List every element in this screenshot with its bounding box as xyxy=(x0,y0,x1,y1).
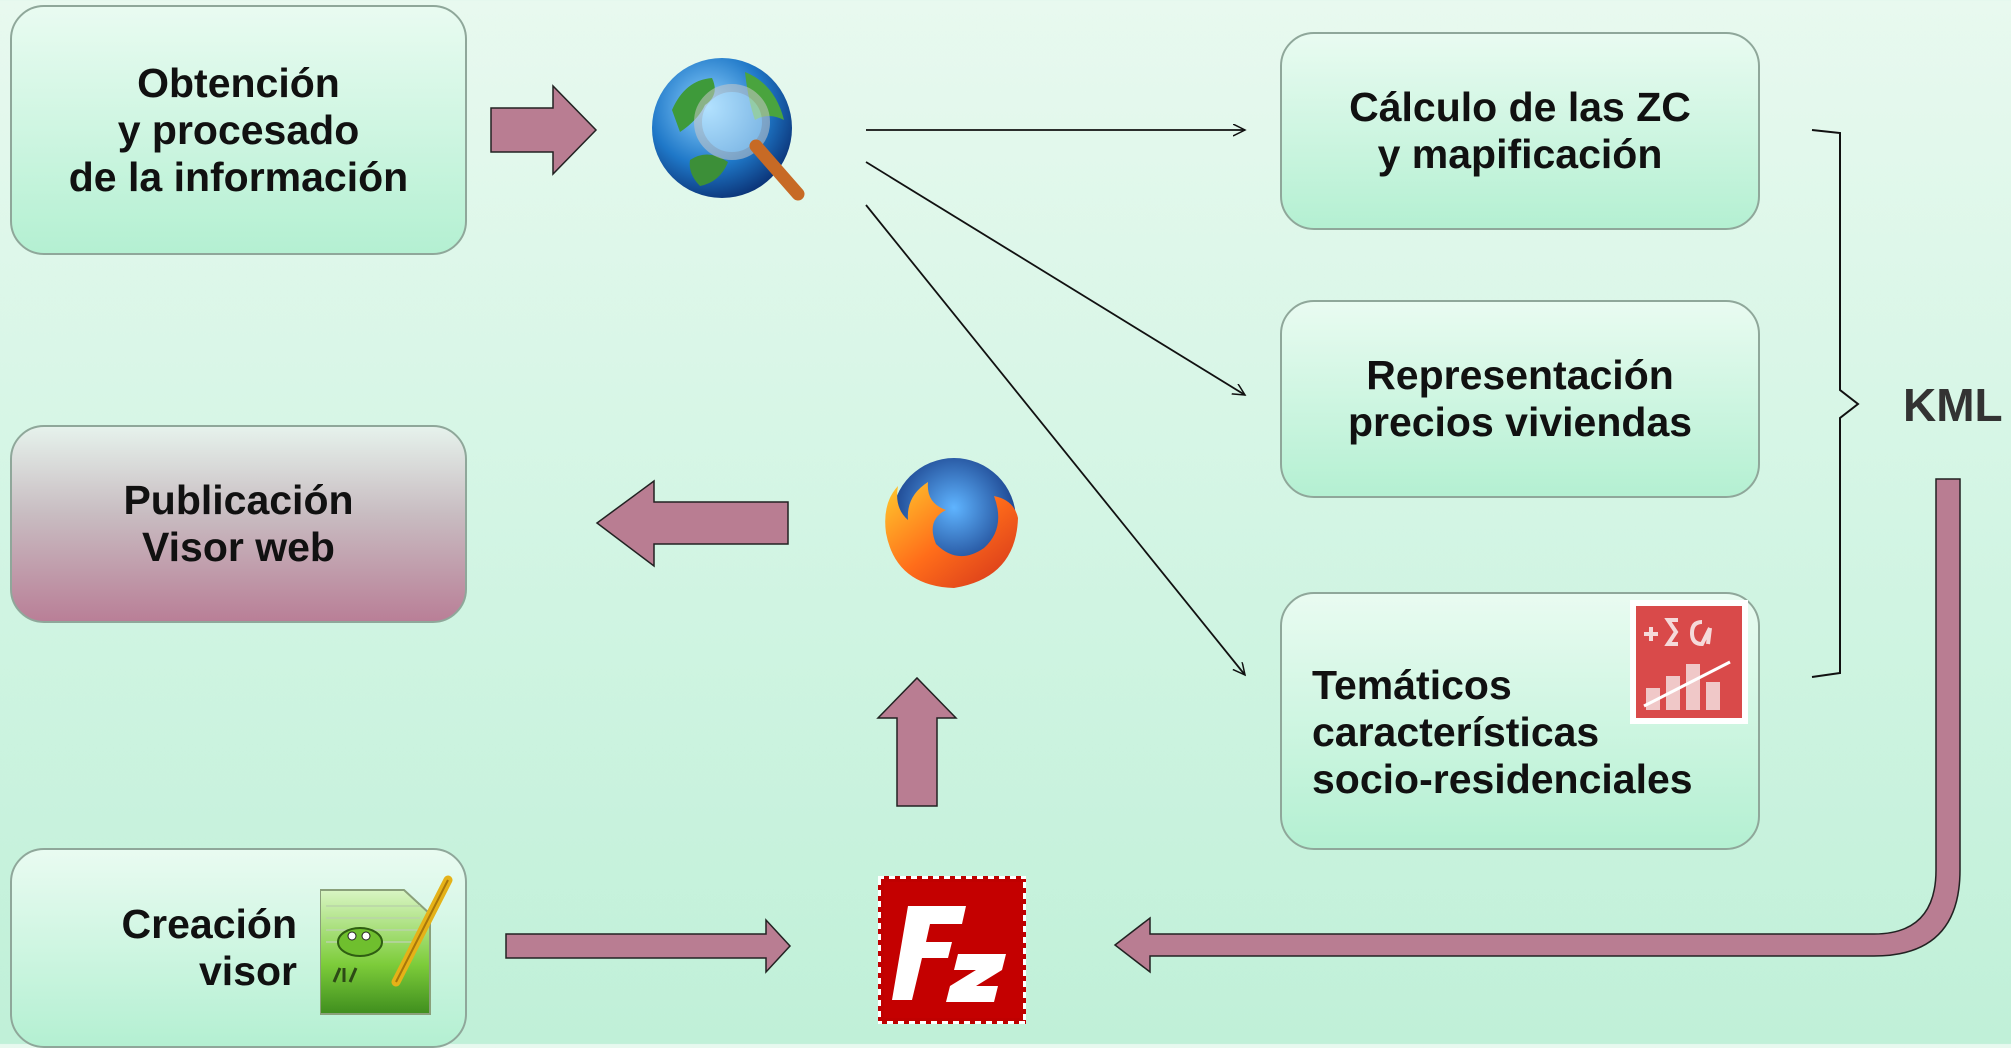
box-obtencion-label: Obtención y procesado de la información xyxy=(68,59,409,200)
thin-arrows xyxy=(865,130,1245,675)
notepad-plus-plus-icon xyxy=(320,875,453,1015)
globe-magnifier-icon xyxy=(652,58,805,201)
kml-label: KML xyxy=(1903,379,2003,431)
box-calculo-label: Cálculo de las ZC y mapificación xyxy=(1349,84,1691,177)
box-creacion-label: Creación visor xyxy=(121,901,297,994)
firefox-icon xyxy=(885,458,1018,588)
arrow-to-representacion xyxy=(865,161,1245,395)
box-publicacion-label: Publicación Visor web xyxy=(123,477,354,570)
arrow-left-publicacion xyxy=(595,479,789,568)
curved-arrow-kml-to-ftp xyxy=(1113,478,1961,974)
box-calculo: Cálculo de las ZC y mapificación xyxy=(1280,32,1760,230)
arrow-right-creacion xyxy=(505,918,792,974)
arrow-to-tematicos xyxy=(865,204,1245,675)
box-tematicos-label: Temáticos características socio-residenc… xyxy=(1312,661,1693,802)
box-publicacion: Publicación Visor web xyxy=(10,425,467,623)
kml-bracket xyxy=(1811,129,1860,678)
arrow-up-browser xyxy=(876,676,958,807)
statistics-icon xyxy=(1630,600,1748,724)
arrow-right-obtencion xyxy=(490,84,598,176)
filezilla-icon xyxy=(878,876,1026,1024)
box-obtencion: Obtención y procesado de la información xyxy=(10,5,467,255)
box-representacion: Representación precios viviendas xyxy=(1280,300,1760,498)
box-representacion-label: Representación precios viviendas xyxy=(1347,352,1693,445)
